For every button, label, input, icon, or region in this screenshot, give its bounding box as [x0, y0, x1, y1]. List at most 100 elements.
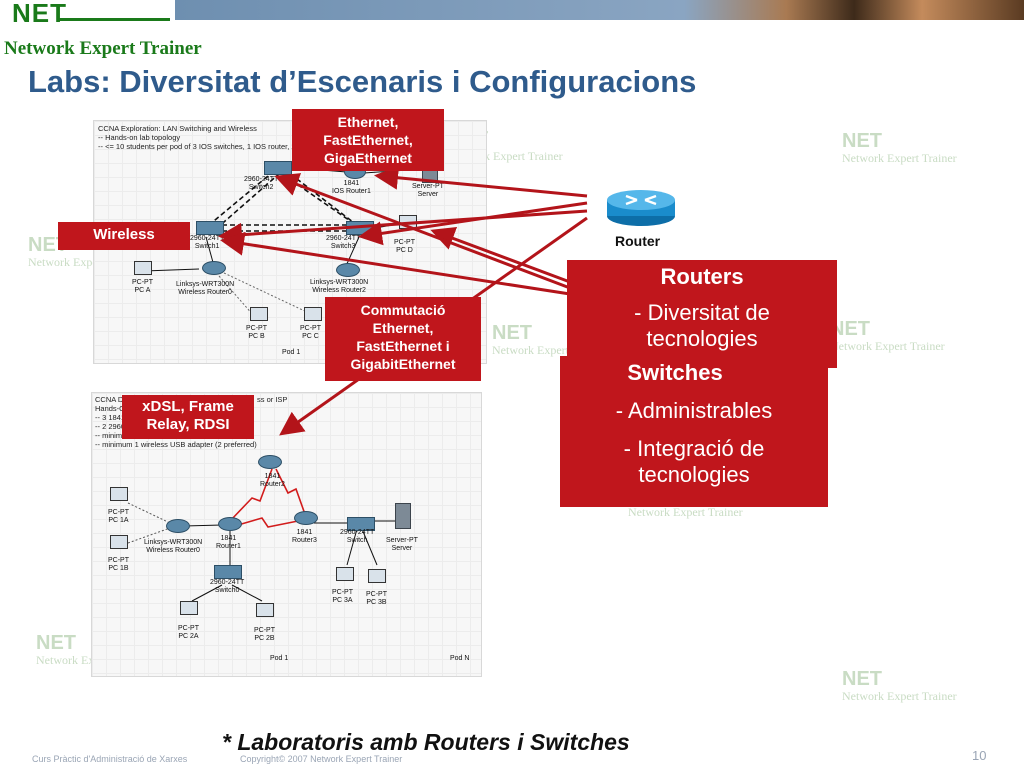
topology-note: CCNA Exploration: LAN Switching and Wire…: [98, 124, 257, 133]
device-model: PC-PT: [332, 589, 353, 596]
device-model: 2960-24TT: [210, 579, 245, 586]
pc-icon[interactable]: [336, 567, 354, 581]
router-icon[interactable]: [218, 517, 242, 531]
ethernet-callout: Ethernet, FastEthernet, GigaEthernet: [292, 109, 444, 171]
logo-underline: [58, 18, 170, 21]
logo-subtitle: Network Expert Trainer: [4, 38, 202, 59]
callout-line: GigaEthernet: [324, 150, 412, 166]
device-model: Server-PT: [412, 183, 444, 190]
device-label: Switch2: [248, 184, 274, 191]
callout-line: Commutació: [360, 302, 446, 318]
topology-note: -- Hands-on lab topology: [98, 133, 181, 142]
topology-note: -- minimum...: [95, 431, 139, 440]
device-label: PC A: [134, 287, 151, 294]
router-label: Router: [615, 233, 661, 249]
device-model: PC-PT: [178, 625, 199, 632]
router-icon[interactable]: [258, 455, 282, 469]
device-label: PC D: [396, 247, 413, 254]
pc-icon[interactable]: [368, 569, 386, 583]
device-model: 1841: [220, 535, 237, 542]
callout-line: GigabitEthernet: [350, 356, 456, 372]
callout-line: Ethernet,: [337, 114, 399, 130]
topology-note: ss or ISP: [257, 395, 288, 404]
device-label: PC 3A: [332, 597, 353, 604]
wan-topology-links: [127, 468, 397, 602]
device-label: Server: [391, 545, 413, 552]
device-label: Switch0: [214, 587, 240, 594]
device-model: 2960-24TT: [244, 176, 279, 183]
footer-caption: * Laboratoris amb Routers i Switches: [222, 729, 630, 755]
logo-net: NET: [12, 0, 67, 28]
device-label: Wireless Router0: [178, 289, 232, 296]
device-model: 2960-24TT: [340, 529, 375, 536]
pod-label: Pod 1: [270, 655, 289, 662]
pc-icon[interactable]: [250, 307, 268, 321]
server-icon[interactable]: [395, 503, 411, 529]
device-label: Router1: [216, 543, 241, 550]
device-label: Switch1: [194, 243, 220, 250]
pc-icon[interactable]: [110, 487, 128, 501]
device-model: PC-PT: [300, 325, 321, 332]
wireless-router-icon[interactable]: [202, 261, 226, 275]
device-label: IOS Router1: [332, 188, 371, 195]
device-label: Switch3: [330, 243, 356, 250]
device-model: 2960-24TT: [190, 235, 225, 242]
router-icon[interactable]: [294, 511, 318, 525]
course-name: Curs Pràctic d'Administració de Xarxes: [32, 754, 188, 764]
pc-icon[interactable]: [134, 261, 152, 275]
device-model: Server-PT: [386, 537, 418, 544]
topology-note: -- <= 10 students per pod of 3 IOS switc…: [98, 142, 296, 151]
wireless-router-icon[interactable]: [166, 519, 190, 533]
device-model: 1841: [264, 473, 281, 480]
device-label: PC 1A: [108, 517, 129, 524]
device-model: 2960-24TT: [326, 235, 361, 242]
topology-note: -- minimum 1 wireless USB adapter (2 pre…: [95, 440, 257, 449]
pod-label: Pod 1: [282, 349, 301, 356]
switches-box: Switches - Administrables - Integració d…: [560, 356, 828, 507]
routers-line: - Diversitat de: [634, 300, 770, 325]
wireless-callout: Wireless: [58, 222, 190, 250]
header-banner: [175, 0, 1024, 20]
device-label: Server: [417, 191, 439, 198]
device-label: PC C: [302, 333, 319, 340]
pc-icon[interactable]: [256, 603, 274, 617]
copyright: Copyright© 2007 Network Expert Trainer: [240, 754, 403, 764]
device-model: PC-PT: [108, 509, 129, 516]
page-title: Labs: Diversitat d’Escenaris i Configura…: [28, 64, 697, 99]
topology-note: Hands-On...: [95, 404, 136, 413]
page-number: 10: [972, 748, 987, 763]
topology-note: CCNA Di...: [95, 395, 132, 404]
pc-icon[interactable]: [304, 307, 322, 321]
device-model: PC-PT: [246, 325, 267, 332]
switches-line: tecnologies: [638, 462, 750, 487]
switch-icon[interactable]: [347, 517, 375, 531]
pc-icon[interactable]: [110, 535, 128, 549]
device-model: Linksys-WRT300N: [176, 281, 235, 288]
callout-line: Ethernet,: [372, 320, 434, 336]
device-model: Linksys-WRT300N: [310, 279, 369, 286]
device-label: Router2: [260, 481, 285, 488]
switches-line: - Integració de: [623, 436, 765, 461]
wireless-router-icon[interactable]: [336, 263, 360, 277]
commutacio-callout: Commutació Ethernet, FastEthernet i Giga…: [325, 297, 481, 381]
pc-icon[interactable]: [180, 601, 198, 615]
topology-note: -- 3 1841: [95, 413, 126, 422]
router-icon: [607, 190, 675, 226]
xdsl-callout: xDSL, Frame Relay, RDSI: [122, 395, 254, 439]
switch-icon[interactable]: [214, 565, 242, 579]
watermark-logo: Network Expert Trainer: [628, 505, 743, 519]
switches-heading: Switches: [627, 360, 723, 385]
device-model: Linksys-WRT300N: [144, 539, 203, 546]
routers-heading: Routers: [660, 264, 744, 289]
callout-line: xDSL, Frame: [142, 398, 234, 415]
device-model: 1841: [296, 529, 313, 536]
routers-box: Routers - Diversitat de tecnologies: [567, 260, 837, 368]
device-model: PC-PT: [394, 239, 415, 246]
device-model: PC-PT: [108, 557, 129, 564]
wan-topology-screenshot: CCNA Di... Hands-On... -- 3 1841 -- 2 29…: [91, 392, 482, 677]
device-label: PC 3B: [366, 599, 387, 606]
switches-line: - Administrables: [615, 398, 773, 423]
